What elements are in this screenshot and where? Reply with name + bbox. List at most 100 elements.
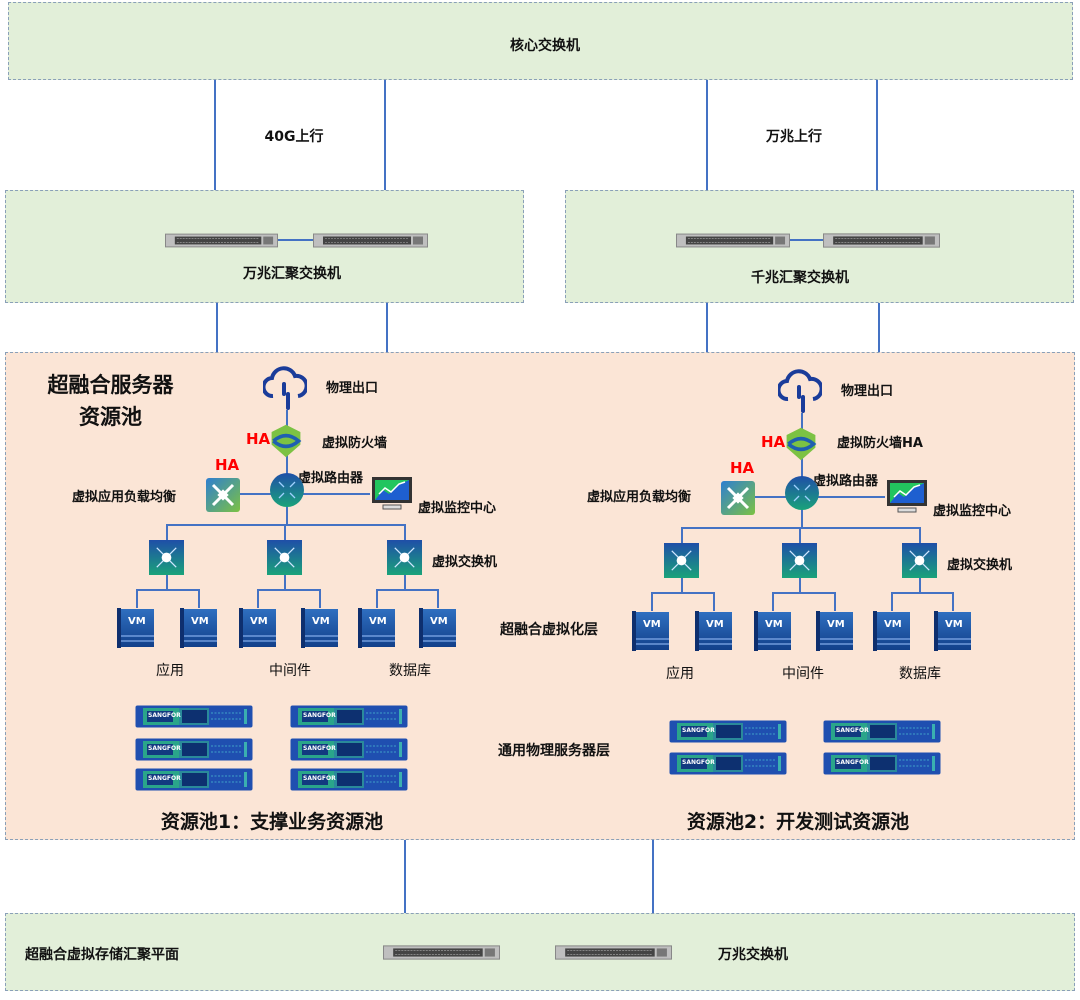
link-line (166, 524, 168, 540)
resource-pool-2: 物理出口 HA 虚拟防火墙HA HA 虚拟路由器 虚拟应用负载均衡 虚拟监控中心… (515, 3, 1080, 1000)
server-brand-label: SANGFOR (836, 727, 869, 734)
physical-server-icon: SANGFOR (823, 752, 941, 775)
ha-badge: HA (761, 433, 786, 451)
vm-icon: VM (816, 611, 854, 651)
server-brand-label: SANGFOR (682, 759, 715, 766)
server-brand-label: SANGFOR (303, 712, 336, 719)
link-line (876, 80, 878, 190)
pool-area-title: 超融合服务器 资源池 (28, 369, 193, 433)
server-brand-label: SANGFOR (303, 775, 336, 782)
link-line (319, 589, 321, 608)
pool-1-name: 资源池1：支撑业务资源池 (160, 811, 384, 833)
virtual-router-label: 虚拟路由器 (298, 471, 364, 486)
load-balancer-label: 虚拟应用负载均衡 (72, 490, 177, 505)
link-line (790, 239, 823, 241)
physical-server-icon: SANGFOR (290, 738, 408, 761)
router-icon (269, 472, 305, 508)
link-line (651, 592, 715, 594)
link-line (952, 592, 954, 611)
link-line (891, 592, 893, 611)
link-line (240, 493, 370, 495)
ha-badge: HA (246, 430, 271, 448)
physical-server-icon: SANGFOR (669, 752, 787, 775)
vm-icon: VM (934, 611, 972, 651)
link-line (801, 508, 803, 528)
storage-switch-label: 万兆交换机 (718, 947, 788, 963)
physical-server-icon: SANGFOR (823, 720, 941, 743)
ha-badge: HA (215, 456, 240, 474)
vm-label: VM (250, 616, 268, 627)
link-line (681, 527, 921, 529)
link-line (799, 578, 801, 593)
link-line (772, 592, 836, 594)
group-label-database: 数据库 (389, 663, 431, 679)
link-line (284, 575, 286, 590)
link-line (919, 578, 921, 593)
uplink-label-right: 万兆上行 (766, 129, 822, 145)
storage-plane-box (5, 913, 1075, 991)
link-line (681, 578, 683, 593)
vm-icon: VM (239, 608, 277, 648)
virtual-switch-icon (267, 540, 302, 575)
vm-icon: VM (754, 611, 792, 651)
server-brand-label: SANGFOR (148, 775, 181, 782)
vm-icon: VM (695, 611, 733, 651)
link-line (404, 524, 406, 540)
server-brand-label: SANGFOR (303, 745, 336, 752)
firewall-icon (268, 423, 304, 459)
link-line (919, 527, 921, 543)
physical-server-icon: SANGFOR (135, 705, 253, 728)
core-switch-label: 核心交换机 (510, 38, 580, 54)
monitor-center-label: 虚拟监控中心 (418, 501, 497, 516)
link-line (834, 592, 836, 611)
vm-label: VM (706, 619, 724, 630)
aggregation-box-right (565, 190, 1074, 303)
load-balancer-icon (205, 477, 241, 513)
link-line (214, 80, 216, 190)
physical-server-icon: SANGFOR (135, 768, 253, 791)
vm-label: VM (827, 619, 845, 630)
vm-icon: VM (358, 608, 396, 648)
vm-label: VM (312, 616, 330, 627)
vm-icon: VM (632, 611, 670, 651)
link-line (166, 524, 406, 526)
storage-plane-label: 超融合虚拟存储汇聚平面 (25, 947, 179, 963)
physical-exit-label: 物理出口 (841, 384, 894, 399)
vm-label: VM (369, 616, 387, 627)
physical-server-icon: SANGFOR (135, 738, 253, 761)
pool-2-name: 资源池2：开发测试资源池 (686, 811, 910, 833)
virtual-switch-icon (387, 540, 422, 575)
virtual-firewall-label: 虚拟防火墙 (322, 436, 388, 451)
virtual-switch-label: 虚拟交换机 (432, 555, 498, 570)
physical-layer-label: 通用物理服务器层 (498, 743, 610, 759)
virtual-switch-icon (782, 543, 817, 578)
link-line (198, 589, 200, 608)
link-line (404, 840, 406, 913)
group-label-database: 数据库 (899, 666, 941, 682)
vm-label: VM (430, 616, 448, 627)
load-balancer-icon (720, 480, 756, 516)
server-brand-label: SANGFOR (148, 745, 181, 752)
server-brand-label: SANGFOR (148, 712, 181, 719)
link-line (713, 592, 715, 611)
pool-area-title-line1: 超融合服务器 (47, 373, 174, 397)
group-label-middleware: 中间件 (782, 666, 824, 682)
load-balancer-label: 虚拟应用负载均衡 (587, 490, 692, 505)
physical-server-icon: SANGFOR (669, 720, 787, 743)
monitor-icon (371, 476, 413, 512)
vm-label: VM (643, 619, 661, 630)
uplink-label-left: 40G上行 (264, 129, 324, 145)
virtual-router-label: 虚拟路由器 (813, 474, 879, 489)
physical-server-icon: SANGFOR (290, 705, 408, 728)
link-line (386, 303, 388, 352)
switch-hardware-icon (555, 945, 672, 960)
group-label-app: 应用 (666, 666, 694, 682)
router-icon (784, 475, 820, 511)
vm-icon: VM (180, 608, 218, 648)
link-line (437, 589, 439, 608)
link-line (166, 575, 168, 590)
link-line (755, 496, 885, 498)
vm-label: VM (191, 616, 209, 627)
